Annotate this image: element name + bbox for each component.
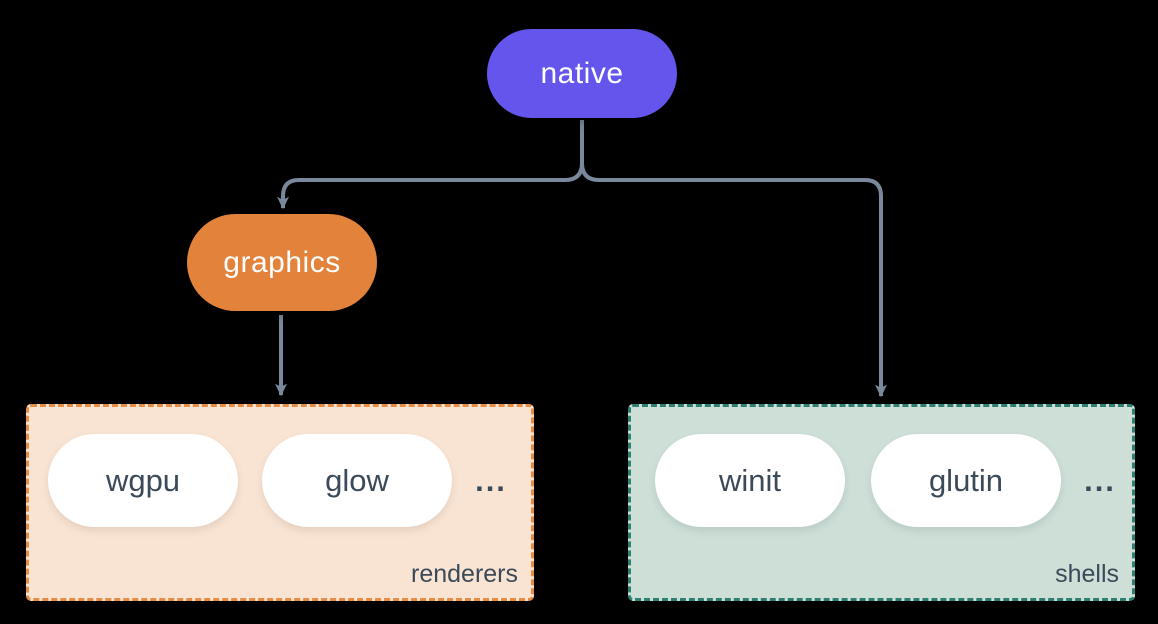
renderers-ellipsis: ... [475,462,507,498]
node-winit-label: winit [718,462,781,498]
group-renderers: wgpu glow ... renderers [26,404,534,601]
node-wgpu-label: wgpu [105,462,181,498]
node-native-label: native [540,56,624,90]
node-graphics: graphics [187,214,377,311]
shells-ellipsis: ... [1084,462,1116,498]
edge-native-to-shells [580,120,887,398]
node-wgpu: wgpu [48,434,238,527]
node-glutin-label: glutin [928,462,1004,498]
node-glow-label: glow [325,462,389,498]
group-renderers-label: renderers [411,560,518,588]
node-glutin: glutin [871,434,1061,527]
edge-native-to-graphics [277,120,584,210]
node-native: native [487,29,677,118]
node-graphics-label: graphics [223,245,341,279]
node-glow: glow [262,434,452,527]
group-shells: winit glutin ... shells [628,404,1135,601]
node-winit: winit [655,434,845,527]
group-shells-label: shells [1055,560,1119,588]
